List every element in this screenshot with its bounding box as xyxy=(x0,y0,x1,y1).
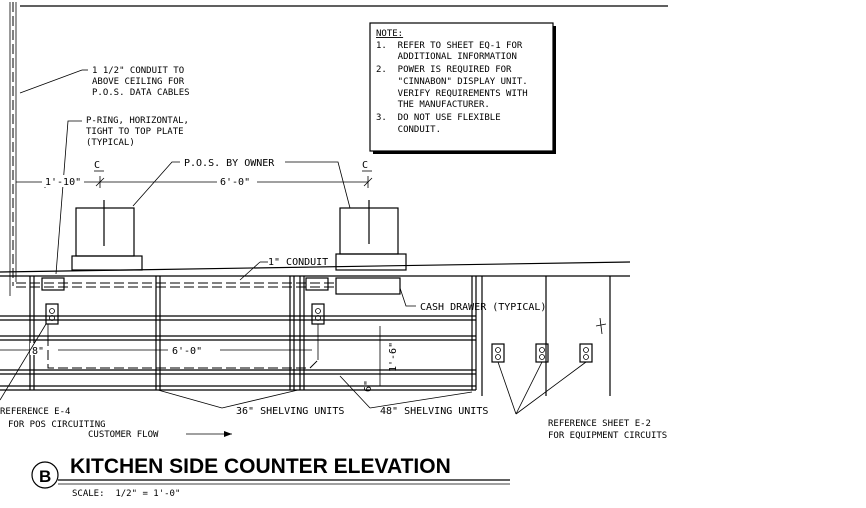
note-heading: NOTE: xyxy=(376,29,403,39)
note-box: NOTE: 1. REFER TO SHEET EQ-1 FOR ADDITIO… xyxy=(369,22,556,154)
pos-terminal-left xyxy=(71,200,143,271)
dimension-lower: 8" 6'-0" 1'-6" 6" xyxy=(0,326,399,392)
note-line-5: VERIFY REQUIREMENTS WITH xyxy=(376,89,528,99)
customer-flow-arrow: CUSTOMER FLOW xyxy=(88,430,232,440)
centerline-symbol-left: C xyxy=(94,160,104,172)
note-line-2: ADDITIONAL INFORMATION xyxy=(376,52,517,62)
title-block: B KITCHEN SIDE COUNTER ELEVATION SCALE: … xyxy=(31,455,510,499)
note-line-7: 3. DO NOT USE FLEXIBLE xyxy=(376,113,501,123)
callout-pos-by-owner: P.O.S. BY OWNER xyxy=(132,158,351,209)
shelving-units xyxy=(0,276,477,391)
svg-text:P.O.S. BY OWNER: P.O.S. BY OWNER xyxy=(184,158,275,169)
p-ring-left xyxy=(41,277,65,291)
svg-text:TIGHT TO TOP PLATE: TIGHT TO TOP PLATE xyxy=(86,127,184,137)
svg-text:(TYPICAL): (TYPICAL) xyxy=(86,138,135,148)
conduit-1in: 1" CONDUIT xyxy=(16,257,336,288)
svg-text:REFERENCE SHEET E-2: REFERENCE SHEET E-2 xyxy=(548,419,651,429)
note-line-1: 1. REFER TO SHEET EQ-1 FOR xyxy=(376,41,523,51)
note-line-4: "CINNABON" DISPLAY UNIT. xyxy=(376,77,528,87)
dimension-top: 1'-10" 6'-0" xyxy=(16,175,373,188)
svg-text:P.O.S. DATA CABLES: P.O.S. DATA CABLES xyxy=(92,88,190,98)
counter-top xyxy=(0,261,631,277)
vertical-conduit xyxy=(9,2,17,296)
callout-shelving: 36" SHELVING UNITS 48" SHELVING UNITS xyxy=(157,375,488,417)
dim-1-6: 1'-6" xyxy=(388,342,399,372)
svg-text:REFERENCE E-4: REFERENCE E-4 xyxy=(0,407,70,417)
svg-text:CASH DRAWER (TYPICAL): CASH DRAWER (TYPICAL) xyxy=(420,302,546,313)
svg-text:FOR POS CIRCUITING: FOR POS CIRCUITING xyxy=(8,420,106,430)
svg-text:ABOVE CEILING FOR: ABOVE CEILING FOR xyxy=(92,77,185,87)
svg-text:C: C xyxy=(362,160,368,171)
label-1in-conduit: 1" CONDUIT xyxy=(268,257,328,268)
note-line-8: CONDUIT. xyxy=(376,125,441,135)
callout-p-ring: P-RING, HORIZONTAL, TIGHT TO TOP PLATE (… xyxy=(55,116,189,275)
callout-ref-e4: REFERENCE E-4 FOR POS CIRCUITING xyxy=(0,323,106,430)
svg-text:48" SHELVING UNITS: 48" SHELVING UNITS xyxy=(380,406,488,417)
drawing-scale: SCALE: 1/2" = 1'-0" xyxy=(72,489,180,499)
dim-8: 8" xyxy=(32,346,44,357)
receptacle-mid xyxy=(311,303,325,360)
p-ring-right xyxy=(305,277,329,291)
drawing-title: KITCHEN SIDE COUNTER ELEVATION xyxy=(70,455,451,478)
receptacle-left xyxy=(45,303,59,336)
receptacle-e2-1 xyxy=(491,343,505,363)
receptacle-e2-3 xyxy=(579,343,593,363)
svg-text:P-RING, HORIZONTAL,: P-RING, HORIZONTAL, xyxy=(86,116,189,126)
pos-terminal-right xyxy=(335,200,407,271)
conduit-under-shelf xyxy=(47,336,319,369)
dim-6-0-top: 6'-0" xyxy=(220,177,250,188)
equipment-cabinet xyxy=(481,276,611,396)
note-line-6: THE MANUFACTURER. xyxy=(376,100,490,110)
svg-text:CUSTOMER FLOW: CUSTOMER FLOW xyxy=(88,430,159,440)
cash-drawer: CASH DRAWER (TYPICAL) xyxy=(335,277,546,313)
svg-text:36" SHELVING UNITS: 36" SHELVING UNITS xyxy=(236,406,344,417)
centerline-symbol-right: C xyxy=(362,160,372,172)
svg-text:FOR EQUIPMENT CIRCUITS: FOR EQUIPMENT CIRCUITS xyxy=(548,431,667,441)
dim-6: 6" xyxy=(363,380,374,392)
dim-6-0-lower: 6'-0" xyxy=(172,346,202,357)
svg-text:C: C xyxy=(94,160,100,171)
callout-conduit-data: 1 1/2" CONDUIT TO ABOVE CEILING FOR P.O.… xyxy=(19,66,190,98)
callout-ref-e2: REFERENCE SHEET E-2 FOR EQUIPMENT CIRCUI… xyxy=(497,361,667,441)
title-badge: B xyxy=(39,467,51,486)
svg-text:1 1/2" CONDUIT TO: 1 1/2" CONDUIT TO xyxy=(92,66,184,76)
note-line-3: 2. POWER IS REQUIRED FOR xyxy=(376,65,512,75)
dim-1-10: 1'-10" xyxy=(45,177,81,188)
